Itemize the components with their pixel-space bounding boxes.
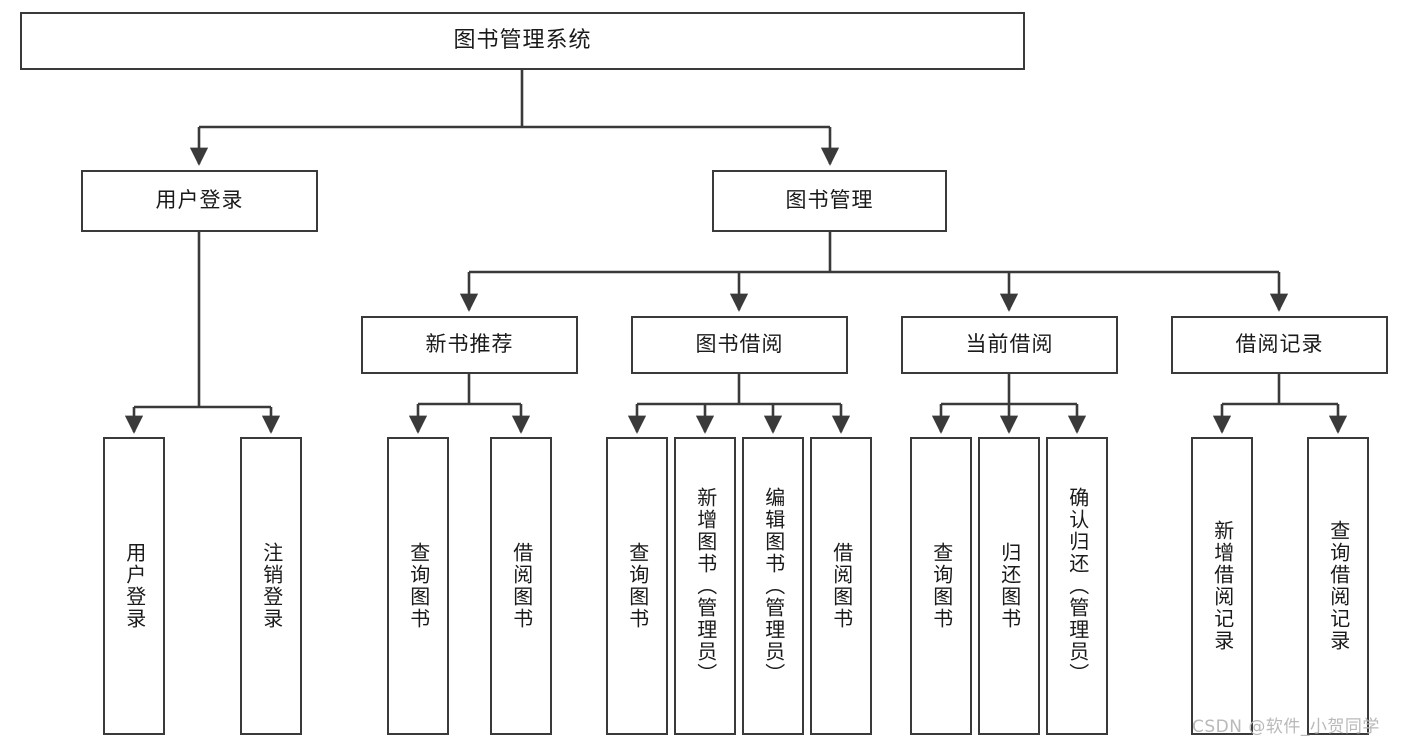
node-leaf-logout-label: 注销登录 <box>259 542 284 630</box>
node-leaf-user-login[interactable]: 用户登录 <box>103 437 165 735</box>
node-leaf-add-record-label: 新增借阅记录 <box>1210 520 1235 652</box>
node-leaf-query-book-3-label: 查询图书 <box>929 542 954 630</box>
node-user-login-label: 用户登录 <box>155 188 244 213</box>
node-new-book-recommend[interactable]: 新书推荐 <box>361 316 578 374</box>
node-new-book-recommend-label: 新书推荐 <box>425 332 514 357</box>
node-book-management[interactable]: 图书管理 <box>712 170 947 232</box>
node-leaf-borrow-book-1-label: 借阅图书 <box>509 542 534 630</box>
node-leaf-borrow-book-2-label: 借阅图书 <box>829 542 854 630</box>
node-leaf-query-record-label: 查询借阅记录 <box>1326 520 1351 652</box>
node-leaf-query-record[interactable]: 查询借阅记录 <box>1307 437 1369 735</box>
node-root[interactable]: 图书管理系统 <box>20 12 1025 70</box>
node-leaf-confirm-return[interactable]: 确认归还（管理员） <box>1046 437 1108 735</box>
node-current-borrow[interactable]: 当前借阅 <box>901 316 1118 374</box>
node-leaf-query-book-3[interactable]: 查询图书 <box>910 437 972 735</box>
node-leaf-confirm-return-label: 确认归还（管理员） <box>1065 487 1090 685</box>
node-leaf-logout[interactable]: 注销登录 <box>240 437 302 735</box>
node-book-borrow[interactable]: 图书借阅 <box>631 316 848 374</box>
node-user-login[interactable]: 用户登录 <box>81 170 318 232</box>
node-leaf-query-book-1[interactable]: 查询图书 <box>387 437 449 735</box>
node-leaf-add-record[interactable]: 新增借阅记录 <box>1191 437 1253 735</box>
node-leaf-borrow-book-1[interactable]: 借阅图书 <box>490 437 552 735</box>
node-book-borrow-label: 图书借阅 <box>695 332 784 357</box>
node-current-borrow-label: 当前借阅 <box>965 332 1054 357</box>
node-borrow-record-label: 借阅记录 <box>1235 332 1324 357</box>
node-leaf-edit-book[interactable]: 编辑图书（管理员） <box>742 437 804 735</box>
node-book-management-label: 图书管理 <box>785 188 874 213</box>
node-leaf-return-book[interactable]: 归还图书 <box>978 437 1040 735</box>
node-leaf-query-book-1-label: 查询图书 <box>406 542 431 630</box>
node-leaf-add-book-label: 新增图书（管理员） <box>693 487 718 685</box>
node-borrow-record[interactable]: 借阅记录 <box>1171 316 1388 374</box>
node-leaf-query-book-2-label: 查询图书 <box>625 542 650 630</box>
node-leaf-return-book-label: 归还图书 <box>997 542 1022 630</box>
node-leaf-edit-book-label: 编辑图书（管理员） <box>761 487 786 685</box>
node-leaf-borrow-book-2[interactable]: 借阅图书 <box>810 437 872 735</box>
watermark: CSDN @软件_小贺同学 <box>1192 717 1380 737</box>
node-leaf-add-book[interactable]: 新增图书（管理员） <box>674 437 736 735</box>
node-root-label: 图书管理系统 <box>453 27 592 53</box>
node-leaf-user-login-label: 用户登录 <box>122 542 147 630</box>
node-leaf-query-book-2[interactable]: 查询图书 <box>606 437 668 735</box>
